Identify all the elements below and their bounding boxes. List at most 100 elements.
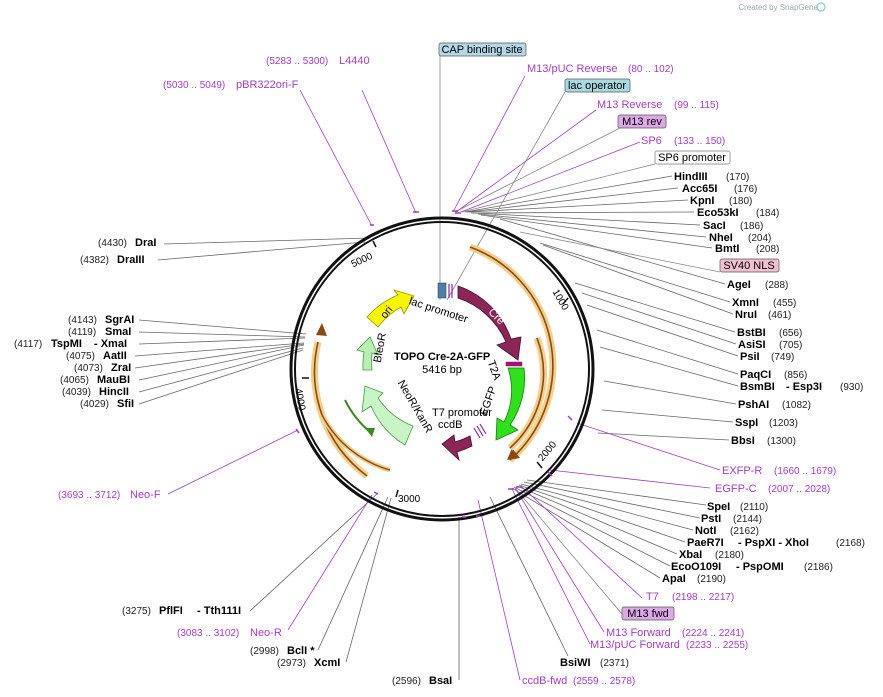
site-bsiwi: BsiWI: [560, 657, 591, 669]
site-apai-pos: (2190): [697, 574, 726, 585]
site-pflfi: PflFI: [159, 605, 183, 617]
box-sp6-promoter: SP6 promoter: [658, 152, 726, 164]
site-bcli-pos: (2998): [250, 646, 279, 657]
site-bsmbi-extra: - Esp3I: [786, 381, 822, 393]
site-paer7i-pos: (2168): [836, 538, 865, 549]
primer-pbr-pos: (5030 .. 5049): [163, 80, 225, 91]
site-bsai: BsaI: [429, 675, 452, 687]
tick-marks: [302, 240, 569, 498]
site-bsmbi-pos: (930): [840, 382, 863, 393]
feature-leader-lines: [439, 56, 721, 615]
primer-exfp-pos: (1660 .. 1679): [774, 466, 836, 477]
site-zrai-pos: (4073): [74, 363, 103, 374]
site-xbai-pos: (2180): [715, 550, 744, 561]
site-aatii-pos: (4075): [66, 351, 95, 362]
site-hindiii-pos: (170): [726, 172, 749, 183]
primer-labels: (5283 .. 5300) L4440 (5030 .. 5049) pBR3…: [58, 55, 836, 687]
site-smai: SmaI: [105, 326, 131, 338]
primer-neo-r-pos: (3083 .. 3102): [177, 628, 239, 639]
site-asisi: AsiSI: [738, 339, 766, 351]
site-xmni: XmnI: [732, 297, 759, 309]
box-sv40-nls: SV40 NLS: [723, 260, 774, 272]
site-hincii: HincII: [99, 386, 129, 398]
site-saci: SacI: [703, 220, 726, 232]
site-xcmi: XcmI: [314, 657, 340, 669]
ori-arrow: [366, 289, 415, 328]
site-draiii: DraIII: [117, 254, 145, 266]
site-nhei-pos: (204): [748, 233, 771, 244]
site-saci-pos: (186): [740, 221, 763, 232]
site-bstbi-pos: (656): [779, 328, 802, 339]
site-paer7i: PaeR7I: [687, 537, 724, 549]
site-draiii-pos: (4382): [80, 255, 109, 266]
site-sfii-pos: (4029): [80, 399, 109, 410]
primer-l4440-name: L4440: [339, 55, 370, 67]
cre-arrow: [457, 285, 522, 361]
site-psii-pos: (749): [771, 352, 794, 363]
site-sspi: SspI: [735, 417, 758, 429]
site-psii: PsiI: [740, 351, 760, 363]
box-m13-fwd: M13 fwd: [627, 608, 669, 620]
primer-m13puc-fwd-pos: (2233 .. 2255): [686, 640, 748, 651]
site-nrui-pos: (461): [768, 310, 791, 321]
site-hindiii: HindIII: [674, 171, 708, 183]
site-zrai: ZraI: [111, 362, 131, 374]
site-kpni-pos: (180): [729, 196, 752, 207]
primer-m13-forward-pos: (2224 .. 2241): [682, 628, 744, 639]
site-eco53ki-pos: (184): [756, 208, 779, 219]
site-bcli: BclI *: [287, 645, 315, 657]
site-agei-pos: (288): [765, 280, 788, 291]
primer-m13puc-rev-name: M13/pUC Reverse: [527, 63, 617, 75]
site-pflfi-extra: - Tth111I: [197, 605, 241, 617]
primer-pbr-name: pBR322ori-F: [236, 79, 299, 91]
site-kpni: KpnI: [690, 195, 714, 207]
site-hincii-pos: (4039): [62, 387, 91, 398]
site-agei: AgeI: [727, 279, 751, 291]
box-cap-binding-site: CAP binding site: [441, 44, 522, 56]
primer-m13-reverse-name: M13 Reverse: [597, 99, 662, 111]
site-xcmi-pos: (2973): [277, 658, 306, 669]
primer-neo-r-name: Neo-R: [250, 627, 282, 639]
primer-ring-markers: [295, 210, 573, 518]
site-bbsi: BbsI: [731, 435, 755, 447]
primer-m13puc-rev-pos: (80 .. 102): [628, 64, 674, 75]
site-bmti-pos: (208): [756, 244, 779, 255]
ccdb-arrow: [441, 434, 473, 462]
site-bsai-pos: (2596): [392, 676, 421, 687]
primer-ccdb-fwd-pos: (2559 .. 2578): [573, 676, 635, 687]
site-bstbi: BstBI: [737, 327, 766, 339]
lac-primer-marker: [448, 284, 453, 298]
leader-lines: [134, 175, 739, 680]
site-ecoo109i: EcoO109I: [671, 561, 721, 573]
tick-5000: 5000: [350, 251, 375, 271]
sites-bottom-left: (3275) PflFI - Tth111I (2998) BclI * (29…: [122, 605, 452, 687]
sites-left: (4430) DraI (4382) DraIII (4143) SgrAI (…: [14, 237, 156, 410]
neor-arrow: [361, 385, 414, 446]
primer-exfp-name: EXFP-R: [722, 465, 762, 477]
site-drai: DraI: [135, 237, 156, 249]
tick-3000: 3000: [398, 494, 421, 505]
bleor-arrow: [356, 336, 379, 371]
inner-green-arc: [344, 399, 375, 437]
site-tspmi: TspMI: [51, 338, 82, 350]
site-sfii: SfiI: [117, 398, 134, 410]
primer-m13-forward-name: M13 Forward: [606, 627, 671, 639]
site-pshai: PshAI: [738, 399, 769, 411]
tick-2000: 2000: [536, 439, 559, 463]
site-ecoo109i-pos: (2186): [804, 562, 833, 573]
site-bsiwi-pos: (2371): [600, 658, 629, 669]
site-aatii: AatII: [103, 350, 127, 362]
site-sgrai: SgrAI: [105, 314, 134, 326]
primer-sp6-name: SP6: [641, 135, 662, 147]
site-paqci-pos: (856): [784, 370, 807, 381]
site-noti: NotI: [695, 525, 716, 537]
snapgene-watermark: Created by SnapGene: [738, 2, 826, 12]
site-pflfi-pos: (3275): [122, 606, 151, 617]
site-xbai: XbaI: [679, 549, 702, 561]
sites-bottom-right: SpeI (2110) PstI (2144) NotI (2162) PaeR…: [560, 501, 865, 669]
site-psti-pos: (2144): [733, 514, 762, 525]
primer-l4440-pos: (5283 .. 5300): [266, 56, 328, 67]
site-drai-pos: (4430): [98, 238, 127, 249]
lac-promoter-block: [437, 282, 447, 299]
primer-neo-f-pos: (3693 .. 3712): [58, 490, 120, 501]
